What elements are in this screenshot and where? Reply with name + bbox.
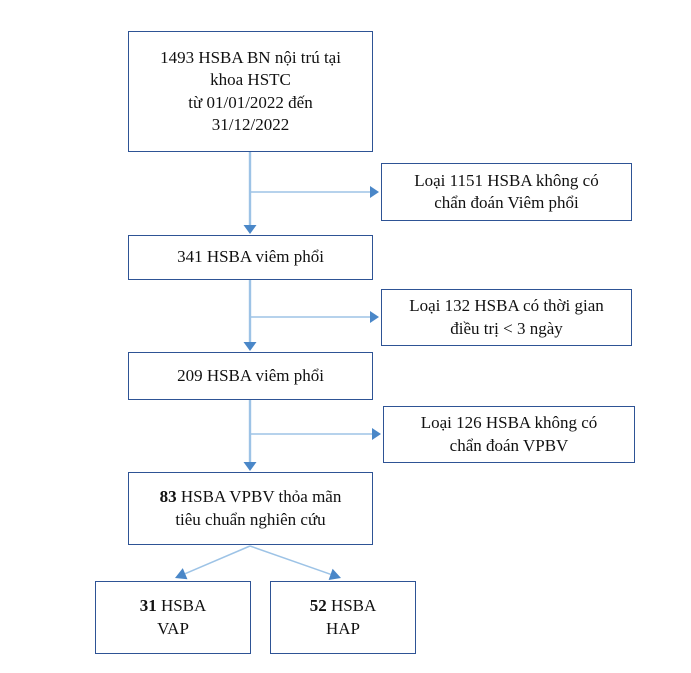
node-count-value: 52 [309,596,327,616]
node-label-line: 341 HSBA viêm phổi [177,247,324,267]
node-label-line: chẩn đoán Viêm phổi [434,193,579,212]
node-label-line: Loại 1151 HSBA không có [414,170,599,190]
node-label: 341 HSBA viêm phổi [135,246,366,268]
node-label-line: chẩn đoán VPBV [449,435,569,455]
node-label-line: 52 HSBA [309,596,377,616]
node-pneumonia-341[interactable]: 341 HSBA viêm phổi [128,235,373,280]
node-label-line: điều trị < 3 ngày [450,318,563,338]
edge-209-to-exclude-3 [250,428,381,440]
edge-83-to-vap [175,545,251,580]
node-count-value: 83 [159,487,177,507]
node-count-value: 31 [139,596,157,616]
node-label-line: 209 HSBA viêm phổi [177,365,324,385]
node-label-line: HAP [325,618,360,638]
edge-209-to-83 [243,400,257,471]
node-label-line: Loại 126 HSBA không có [420,413,598,433]
edge-source-to-exclude-1 [250,186,379,198]
edge-83-to-hap [249,545,341,581]
node-label-line: VAP [157,618,189,638]
node-label-line: khoa HSTC [210,70,291,90]
node-pneumonia-209[interactable]: 209 HSBA viêm phổi [128,352,373,400]
node-label-line: 1493 HSBA BN nội trú tại [160,48,341,68]
node-label: Loại 1151 HSBA không có chẩn đoán Viêm ph… [388,170,625,214]
node-exclude-no-pneumonia-diagnosis[interactable]: Loại 1151 HSBA không có chẩn đoán Viêm ph… [381,163,632,221]
edge-341-to-exclude-2 [250,311,379,323]
edge-341-to-209 [243,280,257,351]
node-label-line: từ 01/01/2022 đến [188,92,313,112]
node-label-line: 31 HSBA [139,596,207,616]
node-label-line: Loại 132 HSBA có thời gian [409,296,604,316]
node-label-line: 31/12/2022 [211,114,290,134]
node-label-line: 83 HSBA VPBV thỏa mãn [159,487,342,507]
node-label: 209 HSBA viêm phổi [135,365,366,387]
edge-source-to-341 [243,152,257,234]
node-label-line: tiêu chuẩn nghiên cứu [175,509,326,529]
